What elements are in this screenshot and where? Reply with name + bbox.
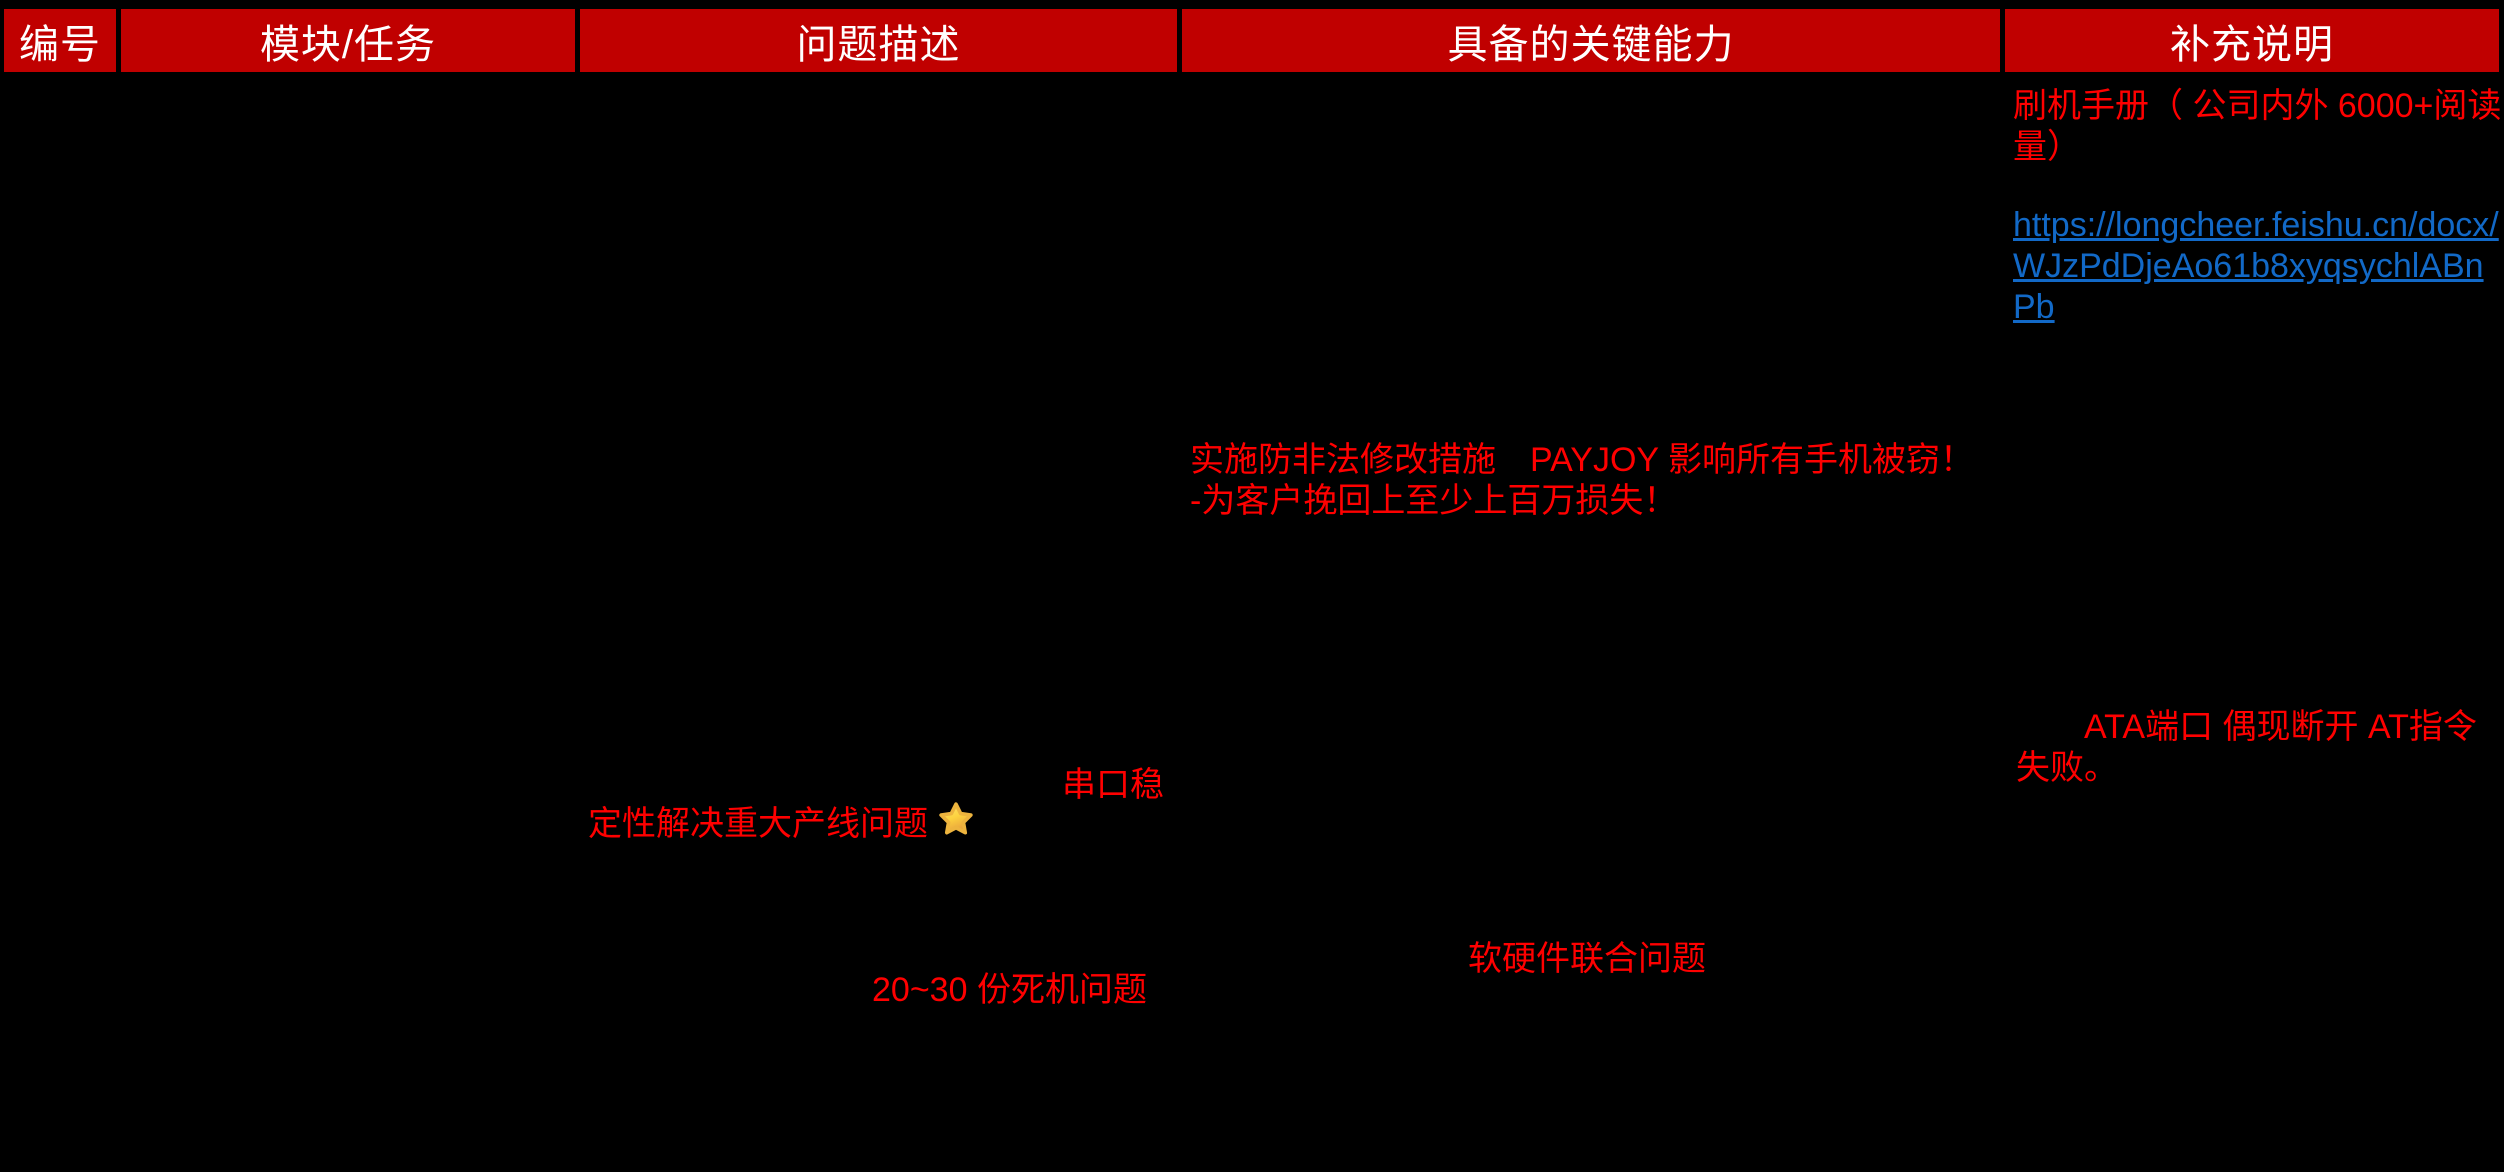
header-label-problem-description: 问题描述	[796, 22, 961, 67]
header-cell-supplementary-notes: 补充说明	[2005, 9, 2499, 72]
header-cell-problem-description: 问题描述	[580, 9, 1177, 72]
header-label-key-capabilities: 具备的关键能力	[1447, 22, 1735, 67]
hw-sw-joint-note: 软硬件联合问题	[1468, 940, 1706, 978]
header-label-module-task: 模块/任务	[259, 22, 437, 67]
header-label-number: 编号	[19, 22, 101, 67]
header-label-supplementary-notes: 补充说明	[2170, 22, 2334, 67]
ata-port-note: ATA端口 偶现断开 AT指令 失败。	[2016, 708, 2477, 787]
serial-port-note: 串口稳	[1062, 766, 1164, 804]
header-cell-key-capabilities: 具备的关键能力	[1182, 9, 2000, 72]
flash-manual-note: 刷机手册（ 公司内外 6000+阅读量）	[2013, 87, 2502, 166]
payjoy-anti-tamper-note: 实施防非法修改措施 PAYJOY 影响所有手机被窃！ -为客户挽回上至少上百万损…	[1190, 441, 1974, 520]
star-icon	[939, 802, 973, 835]
production-line-note: 定性解决重大产线问题	[588, 805, 928, 843]
header-cell-module-task: 模块/任务	[121, 9, 575, 72]
feishu-doc-link[interactable]: https://longcheer.feishu.cn/docx/WJzPdDj…	[2013, 206, 2499, 326]
header-cell-number: 编号	[4, 9, 116, 72]
crash-issues-note: 20~30 份死机问题	[872, 971, 1147, 1009]
